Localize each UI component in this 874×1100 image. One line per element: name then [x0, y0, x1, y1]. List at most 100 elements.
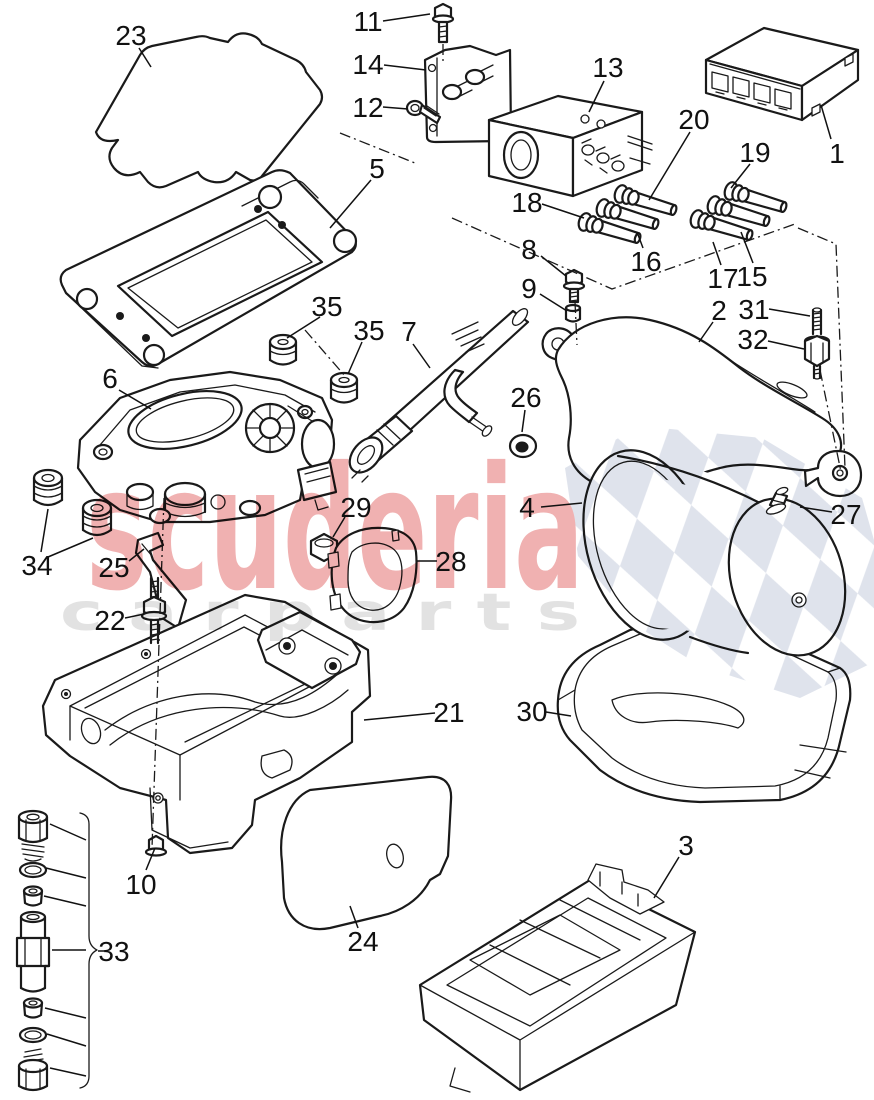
part-8-bolt [562, 268, 586, 304]
part-10-nut [144, 834, 168, 857]
callout-2: 2 [711, 295, 727, 326]
part-1-control-unit [704, 26, 860, 122]
callout-21: 21 [433, 697, 464, 728]
callout-26: 26 [510, 382, 541, 413]
part-26-grommet [508, 433, 538, 459]
callout-10: 10 [125, 869, 156, 900]
part-35-bushing-b [329, 371, 359, 404]
connector-17 [689, 209, 754, 242]
leader-line-5 [329, 179, 372, 229]
part-35-bushing-a [268, 333, 298, 366]
leader-line-17 [712, 241, 722, 266]
callout-9: 9 [521, 273, 537, 304]
callout-8: 8 [521, 234, 537, 265]
part-33-fitting-kit [15, 809, 98, 1092]
callout-24: 24 [347, 926, 378, 957]
leader-line-2 [698, 321, 714, 343]
leader-line-3 [653, 856, 680, 899]
leader-line-35 [286, 316, 321, 339]
diagram-line-art [15, 2, 863, 1093]
leader-line-4 [540, 502, 583, 508]
leader-line-8 [540, 255, 567, 277]
leader-line-15 [740, 231, 754, 264]
part-23-pad [94, 32, 324, 189]
callout-25: 25 [98, 552, 129, 583]
leader-line-34 [47, 537, 94, 558]
callout-29: 29 [340, 492, 371, 523]
callout-7: 7 [401, 316, 417, 347]
callout-23: 23 [115, 20, 146, 51]
callout-5: 5 [369, 153, 385, 184]
callout-14: 14 [352, 49, 383, 80]
leader-line-30 [545, 711, 572, 717]
construction-lines [151, 44, 846, 849]
leader-line-19 [730, 163, 751, 189]
leader-line-34 [40, 508, 49, 553]
leader-line-27 [799, 506, 833, 513]
leader-line-25 [128, 548, 145, 562]
part-32-stud-nut [803, 334, 831, 380]
callout-3: 3 [678, 830, 694, 861]
checker-watermark [565, 426, 874, 698]
leader-line-1 [820, 104, 832, 140]
leader-line-13 [588, 80, 605, 113]
callout-34: 34 [21, 550, 52, 581]
callout-22: 22 [94, 605, 125, 636]
watermark: scuderia c a r p a r t s [60, 426, 874, 698]
callout-16: 16 [630, 246, 661, 277]
callout-19: 19 [739, 137, 770, 168]
leader-line-20 [648, 131, 691, 201]
callout-20: 20 [678, 104, 709, 135]
connector-15 [706, 195, 771, 228]
leader-line-22 [124, 613, 145, 619]
leader-line-11 [382, 13, 431, 22]
callout-15: 15 [736, 261, 767, 292]
part-34-bushing-b [81, 498, 113, 537]
leader-line-10 [145, 847, 156, 871]
callout-18: 18 [511, 187, 542, 218]
callout-4: 4 [519, 492, 535, 523]
part-9-spacer [564, 303, 582, 323]
callout-32: 32 [737, 324, 768, 355]
connector-19 [723, 181, 788, 214]
leader-line-9 [539, 293, 568, 312]
leader-line-21 [363, 712, 436, 721]
part-24-mat [280, 775, 453, 931]
part-28-cover [327, 526, 418, 624]
part-31-stud [811, 307, 823, 336]
leader-line-32 [767, 340, 805, 350]
leader-line-14 [383, 64, 427, 71]
watermark-subbrand-text: c a r p a r t s [60, 583, 580, 643]
leader-line-31 [768, 308, 811, 317]
leader-line-23 [138, 47, 152, 68]
connector-16 [595, 198, 660, 231]
leader-line-24 [349, 905, 359, 929]
leader-line-26 [521, 409, 526, 433]
callout-30: 30 [516, 696, 547, 727]
part-5-mounting-plate [59, 169, 358, 369]
callout-33: 33 [98, 936, 129, 967]
callout-35: 35 [353, 315, 384, 346]
callout-17: 17 [707, 263, 738, 294]
part-6-compressor [76, 370, 338, 525]
callout-31: 31 [738, 294, 769, 325]
watermark-brand-text: scuderia [86, 431, 584, 629]
callout-1: 1 [829, 138, 845, 169]
callout-6: 6 [102, 363, 118, 394]
leader-line-7 [412, 343, 431, 369]
part-34-bushing-a [32, 468, 64, 507]
callout-11: 11 [353, 6, 382, 37]
callout-12: 12 [352, 92, 383, 123]
air-line-connectors [577, 181, 788, 245]
part-11-bolt [431, 2, 455, 44]
leader-line-12 [382, 106, 409, 110]
part-3-foam-insert [418, 863, 697, 1093]
callout-27: 27 [830, 499, 861, 530]
tank-foot-bracket [803, 449, 863, 498]
part-21-tray [41, 593, 372, 855]
callout-13: 13 [592, 52, 623, 83]
leader-line-16 [636, 231, 644, 249]
leader-line-35 [347, 341, 363, 375]
